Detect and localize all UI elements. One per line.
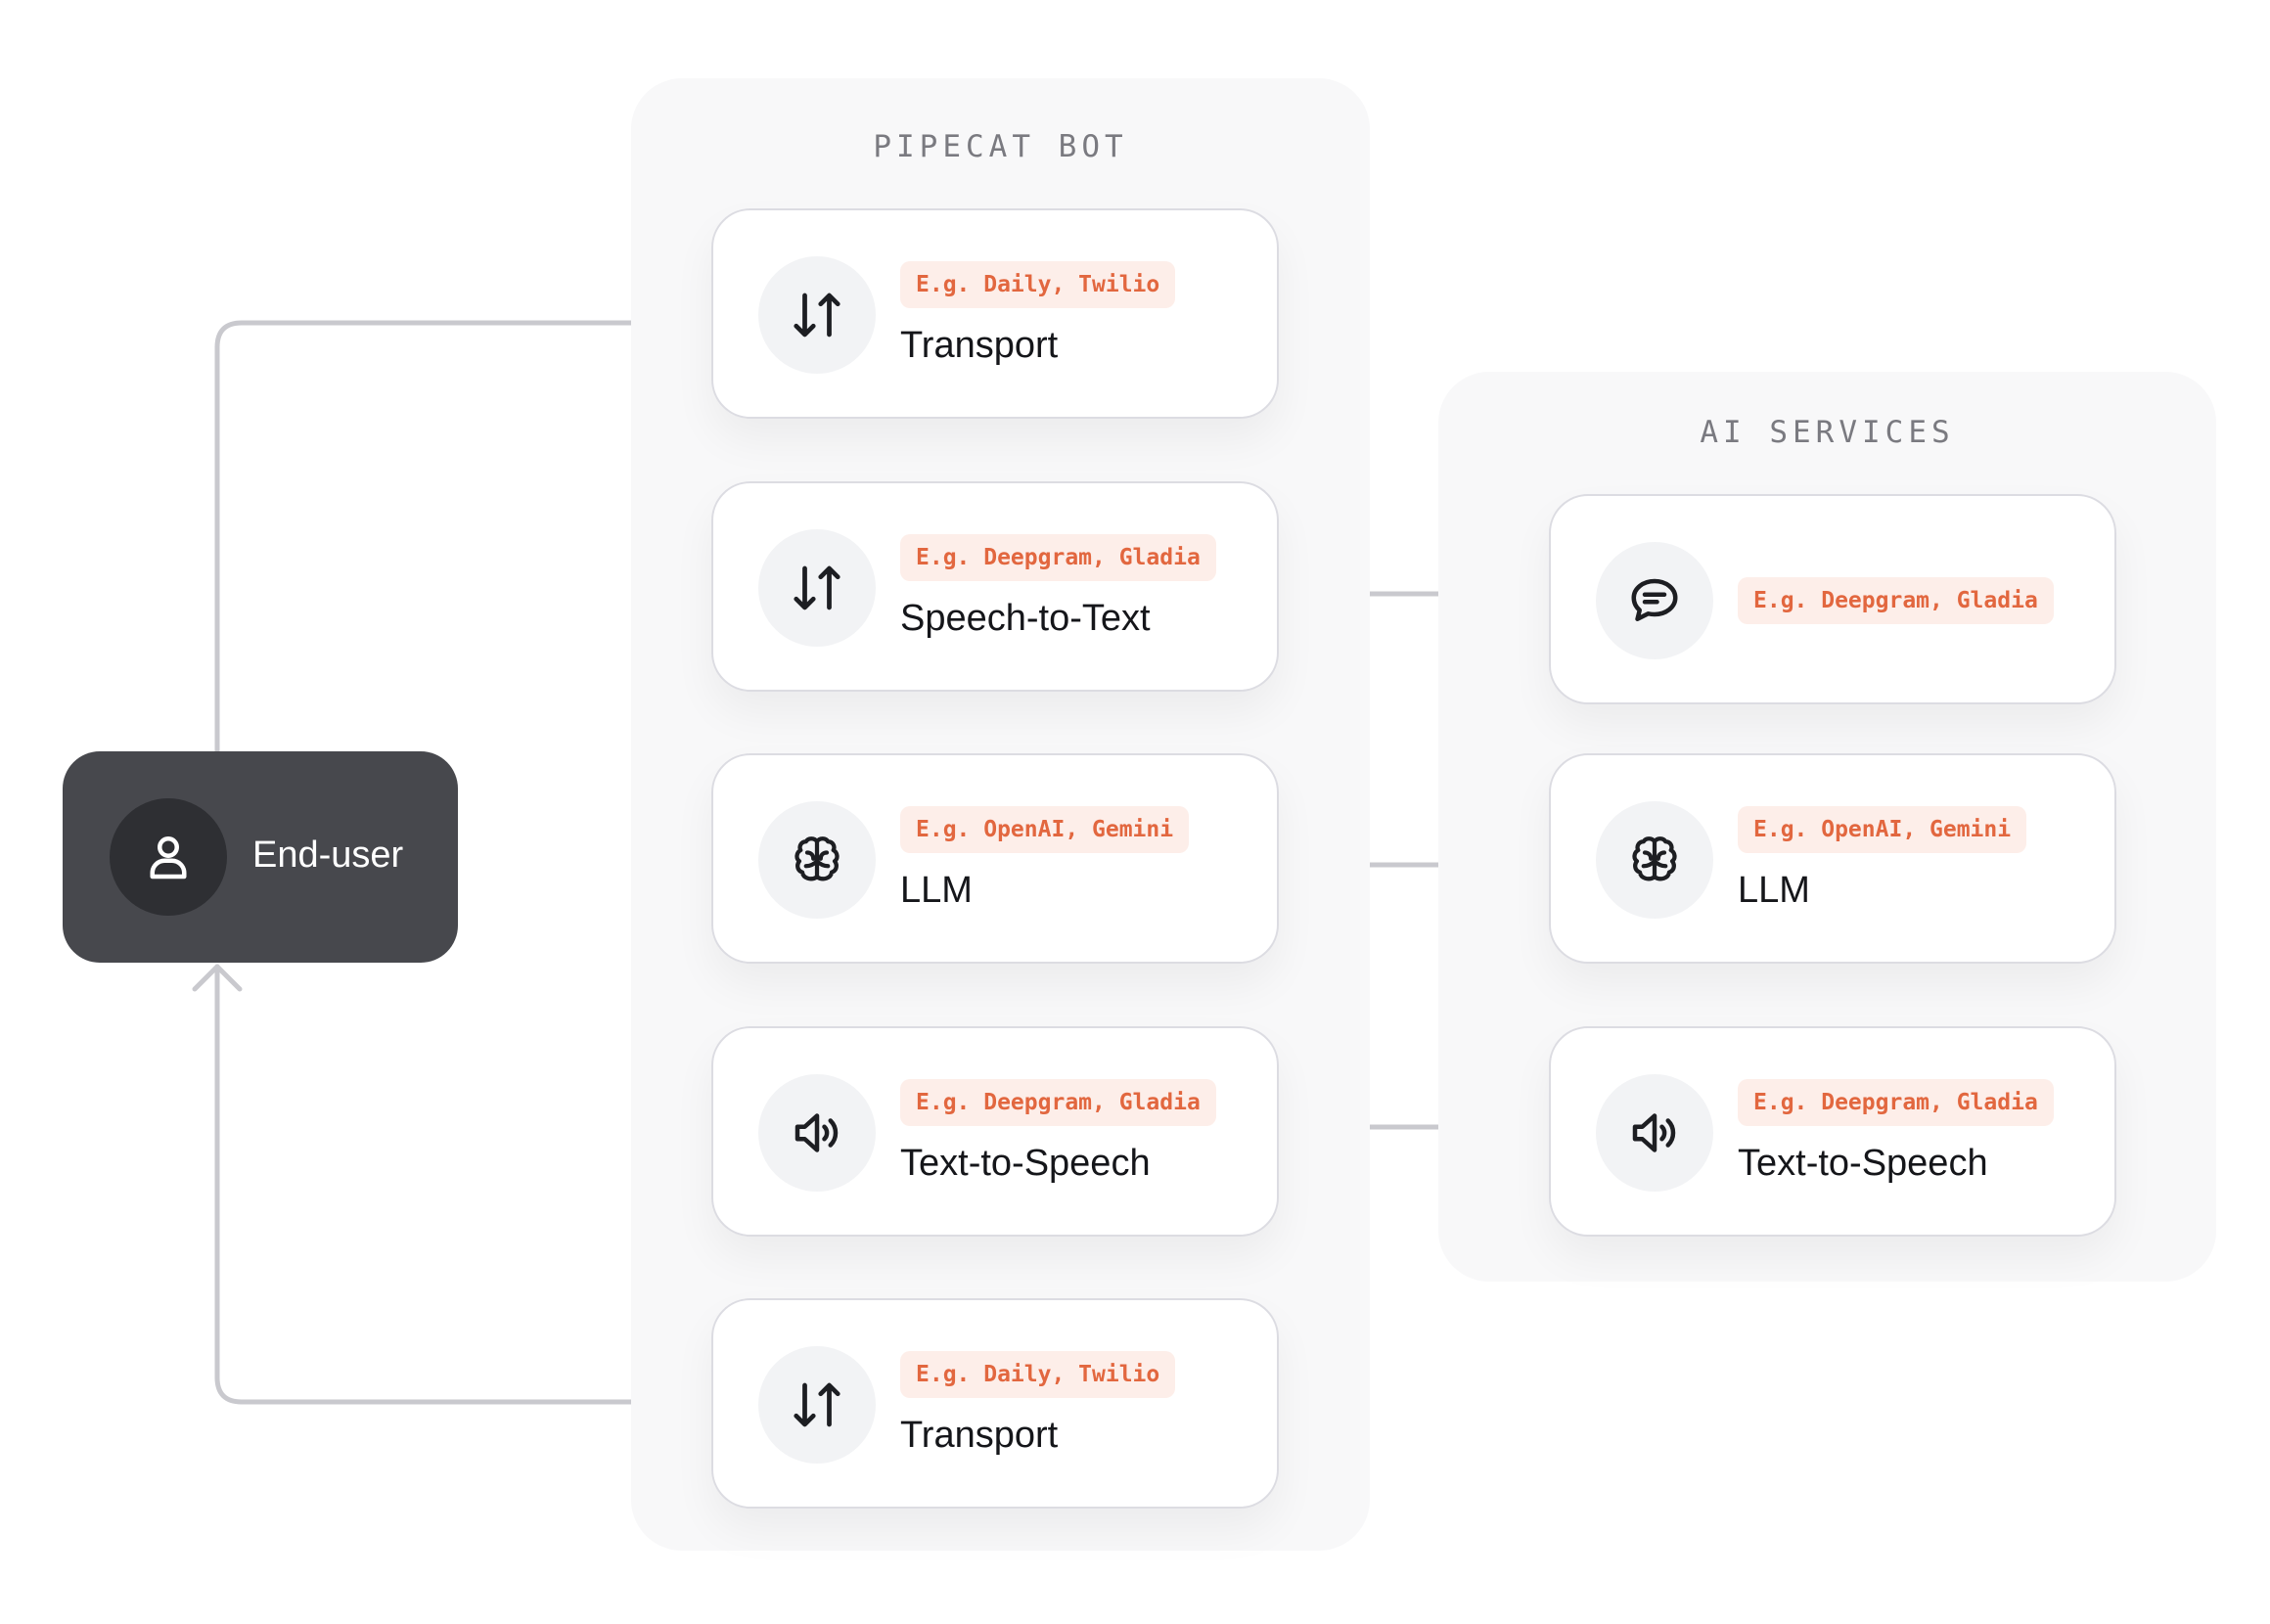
arrows-up-down-icon xyxy=(758,529,876,647)
card-label: LLM xyxy=(1738,870,1810,911)
provider-badge: E.g. OpenAI, Gemini xyxy=(900,806,1190,853)
arrowhead-enduser-in xyxy=(192,964,243,992)
ai-services-title: AI SERVICES xyxy=(1700,415,1955,450)
bot-card-transport-out: E.g. Daily, Twilio Transport xyxy=(711,1298,1279,1509)
speech-bubble-icon xyxy=(1596,542,1713,659)
card-label: Text-to-Speech xyxy=(900,1143,1151,1184)
provider-badge: E.g. Deepgram, Gladia xyxy=(1738,1079,2054,1126)
bot-card-speech-to-text: E.g. Deepgram, Gladia Speech-to-Text xyxy=(711,481,1279,692)
arrows-up-down-icon xyxy=(758,256,876,374)
brain-icon xyxy=(1596,801,1713,919)
pipecat-bot-title: PIPECAT BOT xyxy=(873,129,1128,164)
card-label: Transport xyxy=(900,325,1059,366)
provider-badge: E.g. Daily, Twilio xyxy=(900,261,1176,308)
provider-badge: E.g. OpenAI, Gemini xyxy=(1738,806,2027,853)
enduser-card: End-user xyxy=(63,751,458,963)
user-icon xyxy=(110,798,227,916)
provider-badge: E.g. Deepgram, Gladia xyxy=(900,1079,1216,1126)
enduser-label: End-user xyxy=(252,835,404,876)
card-label: LLM xyxy=(900,870,973,911)
bot-card-llm: E.g. OpenAI, Gemini LLM xyxy=(711,753,1279,964)
speaker-icon xyxy=(758,1074,876,1192)
brain-icon xyxy=(758,801,876,919)
connector-transport-to-enduser xyxy=(214,964,712,1405)
provider-badge: E.g. Deepgram, Gladia xyxy=(900,534,1216,581)
ai-card-llm: E.g. OpenAI, Gemini LLM xyxy=(1549,753,2116,964)
provider-badge: E.g. Deepgram, Gladia xyxy=(1738,577,2054,624)
bot-card-transport-in: E.g. Daily, Twilio Transport xyxy=(711,208,1279,419)
provider-badge: E.g. Daily, Twilio xyxy=(900,1351,1176,1398)
arrows-up-down-icon xyxy=(758,1346,876,1464)
card-label: Text-to-Speech xyxy=(1738,1143,1988,1184)
speaker-icon xyxy=(1596,1074,1713,1192)
connector-enduser-to-transport xyxy=(214,320,712,754)
card-label: Transport xyxy=(900,1415,1059,1456)
ai-card-speech-to-text: E.g. Deepgram, Gladia xyxy=(1549,494,2116,704)
card-label: Speech-to-Text xyxy=(900,598,1151,639)
ai-card-text-to-speech: E.g. Deepgram, Gladia Text-to-Speech xyxy=(1549,1026,2116,1237)
bot-card-text-to-speech: E.g. Deepgram, Gladia Text-to-Speech xyxy=(711,1026,1279,1237)
